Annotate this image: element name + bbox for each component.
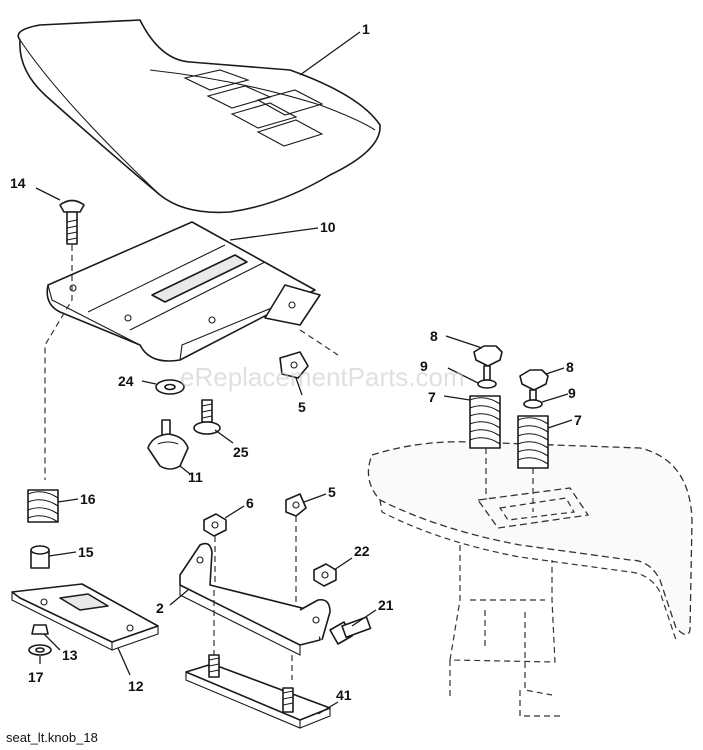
- nut-part-6: [203, 513, 227, 537]
- footer-drawing-code: seat_lt.knob_18: [6, 730, 98, 745]
- adjust-knob-part-8-right: [519, 369, 549, 401]
- callout-2: 2: [156, 600, 164, 616]
- leader-8-left: [445, 335, 483, 349]
- bushing-part: [30, 545, 50, 569]
- adjust-knob-part-8-left: [473, 345, 503, 381]
- assembly-line-14-16: [44, 245, 73, 480]
- assembly-line-5: [299, 329, 339, 356]
- leader-6: [224, 505, 245, 519]
- callout-10: 10: [320, 219, 336, 235]
- leader-1: [299, 31, 361, 76]
- bracket-plate-part: [11, 583, 159, 651]
- callout-7-right: 7: [574, 412, 582, 428]
- seat-knob-part: [147, 419, 189, 470]
- callout-6: 6: [246, 495, 254, 511]
- callout-14: 14: [10, 175, 26, 191]
- seat-pan-part: [46, 221, 321, 362]
- callout-25: 25: [233, 444, 249, 460]
- callout-16: 16: [80, 491, 96, 507]
- leader-7-left: [443, 395, 471, 401]
- leader-14: [35, 187, 61, 201]
- stud-plate-part: [185, 654, 331, 729]
- hex-nut-part-22: [313, 563, 337, 587]
- callout-9-right: 9: [568, 385, 576, 401]
- callout-21: 21: [378, 597, 394, 613]
- callout-9-left: 9: [420, 358, 428, 374]
- leader-5-upper: [295, 377, 303, 396]
- spring-part-7-left: [469, 395, 501, 449]
- leader-9-left: [447, 367, 479, 384]
- leader-15: [48, 551, 77, 557]
- bolt-part-21: [329, 616, 372, 645]
- spring-part-7-right: [517, 415, 549, 469]
- callout-15: 15: [78, 544, 94, 560]
- leader-13: [43, 633, 61, 651]
- callout-1: 1: [362, 21, 370, 37]
- callout-5-upper: 5: [298, 399, 306, 415]
- callout-8-left: 8: [430, 328, 438, 344]
- callout-12: 12: [128, 678, 144, 694]
- leader-2: [169, 589, 189, 606]
- clip-part-lower: [285, 493, 307, 517]
- callout-24: 24: [118, 373, 134, 389]
- clip-part-upper: [279, 351, 309, 379]
- nut-part-13: [31, 624, 49, 635]
- washer-part-9-right: [523, 399, 543, 409]
- hinge-bracket-part: [179, 542, 331, 656]
- seat-part: [17, 19, 381, 214]
- spring-part-16: [27, 489, 59, 523]
- leader-12: [117, 647, 131, 676]
- leader-41: [317, 701, 339, 715]
- callout-17: 17: [28, 669, 44, 685]
- leader-25: [214, 429, 234, 444]
- callout-41: 41: [336, 687, 352, 703]
- callout-8-right: 8: [566, 359, 574, 375]
- watermark-text: eReplacementParts.com: [180, 362, 465, 392]
- shoulder-bolt-part: [193, 399, 221, 435]
- fender-outline: [367, 441, 693, 717]
- callout-5-lower: 5: [328, 484, 336, 500]
- callout-11: 11: [188, 469, 203, 485]
- leader-11: [179, 465, 191, 475]
- leader-7-right: [547, 419, 573, 429]
- callout-7-left: 7: [428, 389, 436, 405]
- leader-8-right: [545, 367, 565, 375]
- leader-9-right: [541, 393, 569, 403]
- leader-5-lower: [303, 493, 327, 503]
- leader-21: [351, 609, 377, 627]
- callout-22: 22: [354, 543, 370, 559]
- washer-part-17: [28, 644, 52, 656]
- leader-22: [333, 557, 353, 571]
- leader-10: [229, 227, 319, 241]
- leader-16: [57, 498, 79, 503]
- carriage-bolt-part: [59, 199, 85, 245]
- washer-part-9-left: [477, 379, 497, 389]
- leader-24: [141, 380, 157, 385]
- washer-part: [155, 379, 185, 395]
- callout-13: 13: [62, 647, 78, 663]
